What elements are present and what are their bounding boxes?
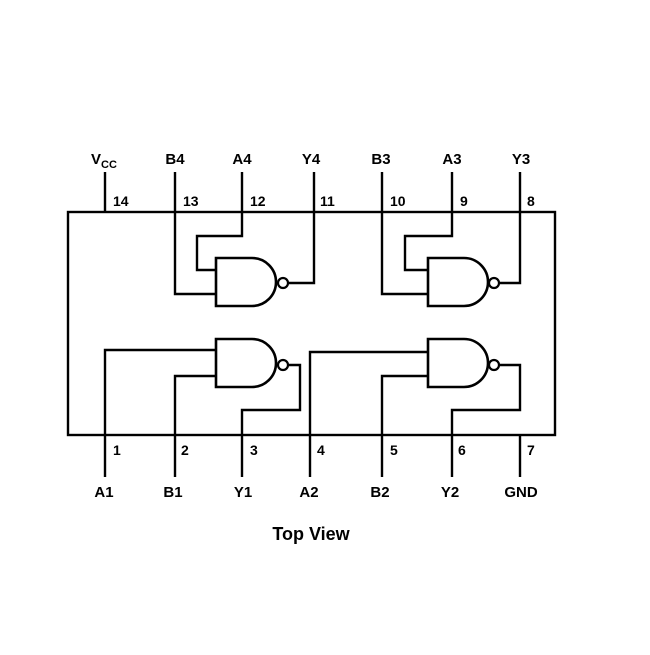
nand-gate-4 [173,212,316,308]
pin-12-name: A4 [232,151,252,168]
gate-2-body [426,337,490,389]
diagram-caption: Top View [272,524,350,544]
pin-4-name: A2 [299,484,318,501]
gate-2-a-wire [308,350,428,435]
gate-3-body [426,256,490,308]
gate-3-b-wire [380,212,428,296]
chip-body [66,210,557,437]
gate-2-b-wire [380,374,428,435]
gate-1-bubble [276,358,290,372]
pin-11-number: 11 [320,193,335,209]
pin-13-number: 13 [183,193,199,209]
pin-8-number: 8 [527,193,535,209]
pin-9-number: 9 [460,193,468,209]
gate-1-b-wire [173,374,216,435]
gate-4-body [214,256,278,308]
pin-6-number: 6 [458,442,466,458]
pin-9-name: A3 [442,151,461,168]
pin-14-number: 14 [113,193,129,209]
gate-4-b-wire [173,212,216,296]
pin-11-name: Y4 [302,151,321,168]
gate-3-out-wire [499,212,522,285]
nand-gate-3 [380,212,522,308]
gate-2-out-wire [450,363,522,435]
nand-gate-2 [308,337,522,435]
pin-10-number: 10 [390,193,406,209]
pin-6-name: Y2 [441,484,459,501]
gate-3-a-wire [403,212,454,272]
pin-3-number: 3 [250,442,258,458]
pin-14-subscript: CC [101,159,117,171]
pin-8-name: Y3 [512,151,530,168]
pin-2-number: 2 [181,442,189,458]
gate-4-a-wire [195,212,244,272]
pin-2-name: B1 [163,484,182,501]
pin-1-name: A1 [94,484,113,501]
pin-5-name: B2 [370,484,389,501]
gate-1-body [214,337,278,389]
nand-gate-1 [103,337,302,435]
pin-5-number: 5 [390,442,398,458]
gate-1-out-wire [240,363,302,435]
pin-13-name: B4 [165,151,185,168]
pin-7-number: 7 [527,442,535,458]
gate-4-out-wire [288,212,316,285]
gate-2-bubble [487,358,501,372]
gate-1-a-wire [103,348,216,435]
gate-4-bubble [276,276,290,290]
pin-1-number: 1 [113,442,121,458]
pin-14-name: VCC [91,151,117,171]
pin-10-name: B3 [371,151,390,168]
pin-12-number: 12 [250,193,266,209]
pin-3-name: Y1 [234,484,252,501]
pin-7-name: GND [504,484,538,501]
pin-4-number: 4 [317,442,325,458]
gate-3-bubble [487,276,501,290]
